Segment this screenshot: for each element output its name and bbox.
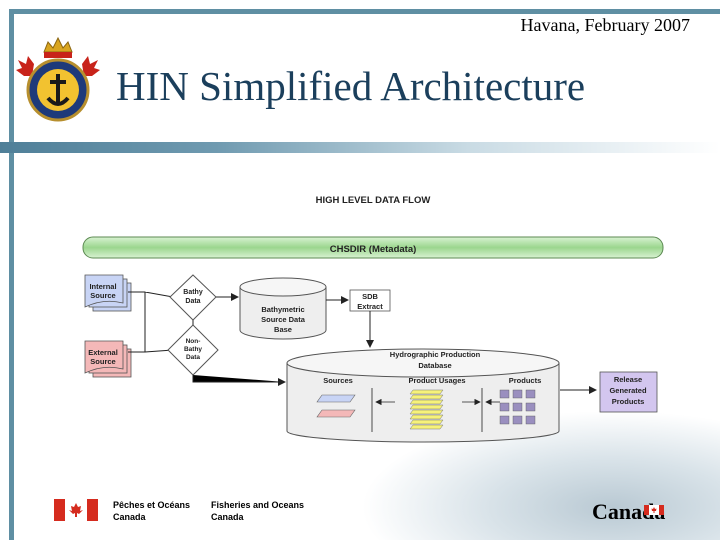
wordmark-flag-icon [644,505,664,515]
release-generated-products-box [599,371,658,413]
slide-frame-top [9,9,720,14]
anchor-icon [46,74,70,106]
bathymetric-db-cylinder: Bathymetric Source Data Base [239,277,327,340]
maple-leaf-right-icon [82,56,100,76]
crown-icon [43,36,73,53]
products-label: Products [509,376,542,385]
product-usages-stack [409,389,444,430]
svg-text:Non-: Non- [186,338,201,345]
svg-text:Extract: Extract [357,302,383,311]
products-grid [499,389,536,425]
canada-flag-icon [54,499,98,521]
svg-text:Data: Data [186,354,200,361]
svg-text:External: External [88,348,118,357]
svg-text:Source: Source [90,357,115,366]
non-bathy-to-hpd-arrow [192,375,286,386]
metadata-bar [82,236,664,259]
svg-text:Internal: Internal [89,282,116,291]
internal-source-doc: Internal Source [84,274,132,312]
svg-text:Source Data: Source Data [261,315,306,324]
title-rule [0,142,720,153]
svg-text:Bathy: Bathy [183,289,203,296]
svg-text:SDB: SDB [362,292,378,301]
diagram-heading: HIGH LEVEL DATA FLOW [316,195,431,206]
svg-text:Data: Data [185,298,200,305]
slide-title: HIN Simplified Architecture [116,63,586,109]
svg-text:Products: Products [612,397,645,406]
maple-leaf-icon [69,503,83,517]
slide-frame-left [9,9,14,540]
fpo-french-name: Pêches et Océans Canada [113,500,191,522]
source-connectors [128,291,174,353]
source-internal-icon [316,394,356,403]
product-usages-label: Product Usages [408,376,465,385]
svg-text:Database: Database [418,361,451,370]
svg-text:Base: Base [274,325,292,334]
svg-text:Release: Release [614,375,642,384]
slide-date: Havana, February 2007 [520,15,690,35]
metadata-bar-label: CHSDIR (Metadata) [330,244,417,255]
chs-crest-logo [16,36,100,122]
svg-text:Bathymetric: Bathymetric [261,305,304,314]
svg-text:Bathy: Bathy [184,346,202,353]
svg-text:Source: Source [90,291,115,300]
sources-label: Sources [323,376,353,385]
svg-text:Generated: Generated [609,386,647,395]
maple-leaf-left-icon [16,56,34,76]
svg-text:Hydrographic Production: Hydrographic Production [390,350,481,359]
source-external-icon [316,409,356,418]
footer: Pêches et Océans Canada Fisheries and Oc… [54,497,720,537]
fpo-english-name: Fisheries and Oceans Canada [211,500,305,522]
external-source-doc: External Source [84,340,132,378]
